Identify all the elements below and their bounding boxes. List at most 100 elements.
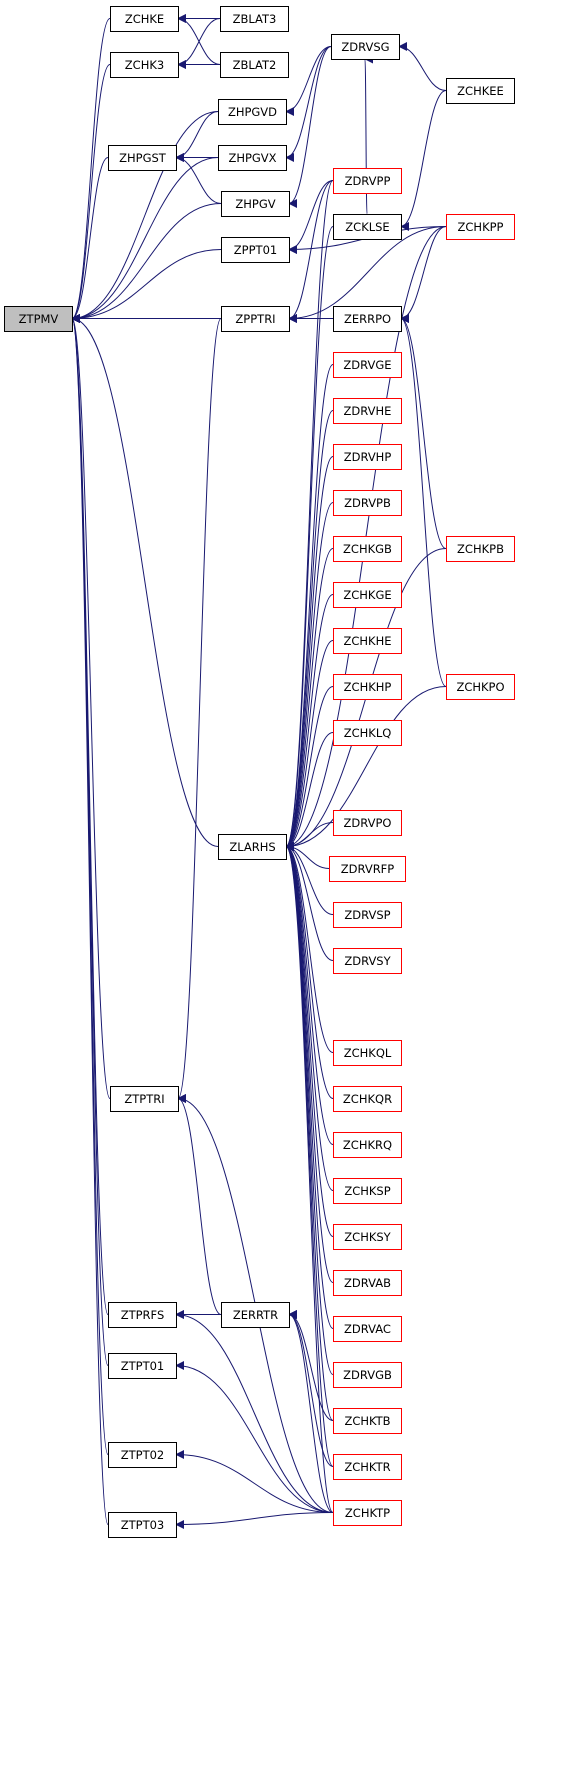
node-box bbox=[110, 1086, 179, 1112]
node-zhpgv[interactable]: ZHPGV bbox=[221, 191, 290, 217]
node-zdrvpb[interactable]: ZDRVPB bbox=[333, 490, 402, 516]
node-zchkqr[interactable]: ZCHKQR bbox=[333, 1086, 402, 1112]
edge-zchkql-to-zlarhs bbox=[285, 842, 334, 1053]
node-label: ZCHKQR bbox=[343, 1092, 392, 1106]
node-zdrvsg[interactable]: ZDRVSG bbox=[331, 34, 400, 60]
node-box bbox=[221, 306, 290, 332]
node-zerrpo[interactable]: ZERRPO bbox=[333, 306, 402, 332]
edge-zchktp-to-zerrtr bbox=[288, 1310, 334, 1513]
node-box bbox=[331, 34, 400, 60]
node-label: ZCHK3 bbox=[125, 58, 164, 72]
node-zchkql[interactable]: ZCHKQL bbox=[333, 1040, 402, 1066]
edge-zlarhs-to-ztpmv bbox=[71, 314, 219, 847]
node-box bbox=[446, 78, 515, 104]
node-zdrvsy[interactable]: ZDRVSY bbox=[333, 948, 402, 974]
node-zchklq[interactable]: ZCHKLQ bbox=[333, 720, 402, 746]
node-ztpt02[interactable]: ZTPT02 bbox=[108, 1442, 177, 1468]
node-zchkpp[interactable]: ZCHKPP bbox=[446, 214, 515, 240]
node-label: ZCHKPO bbox=[456, 680, 504, 694]
node-label: ZCHKGE bbox=[343, 588, 391, 602]
edge-zchkpo-to-zerrpo bbox=[400, 314, 447, 687]
node-zcklse[interactable]: ZCKLSE bbox=[333, 214, 402, 240]
node-ztptri[interactable]: ZTPTRI bbox=[110, 1086, 179, 1112]
edge-zppt01-to-ztpmv bbox=[71, 249, 222, 323]
node-zchke[interactable]: ZCHKE bbox=[110, 6, 179, 32]
node-zchkpo[interactable]: ZCHKPO bbox=[446, 674, 515, 700]
node-box bbox=[220, 52, 289, 78]
node-ztpt01[interactable]: ZTPT01 bbox=[108, 1353, 177, 1379]
edge-zdrvhe-to-zlarhs bbox=[285, 410, 334, 851]
node-box bbox=[333, 902, 402, 928]
edge-zchkge-to-zlarhs bbox=[285, 594, 334, 851]
node-box bbox=[108, 145, 177, 171]
node-label: ZDRVRFP bbox=[341, 862, 395, 876]
node-zchkhe[interactable]: ZCHKHE bbox=[333, 628, 402, 654]
node-zchk3[interactable]: ZCHK3 bbox=[110, 52, 179, 78]
node-zdrvhe[interactable]: ZDRVHE bbox=[333, 398, 402, 424]
node-box bbox=[329, 856, 406, 882]
edge-zerrtr-to-ztptri bbox=[177, 1094, 222, 1315]
node-zchkge[interactable]: ZCHKGE bbox=[333, 582, 402, 608]
node-zdrvgb[interactable]: ZDRVGB bbox=[333, 1362, 402, 1388]
node-box bbox=[333, 306, 402, 332]
node-zerrtr[interactable]: ZERRTR bbox=[221, 1302, 290, 1328]
edge-zchkhe-to-zlarhs bbox=[285, 640, 334, 851]
node-zhpgst[interactable]: ZHPGST bbox=[108, 145, 177, 171]
node-box bbox=[221, 191, 290, 217]
node-zchkhp[interactable]: ZCHKHP bbox=[333, 674, 402, 700]
edge-zhpgst-to-ztpmv bbox=[71, 157, 109, 323]
node-box bbox=[333, 398, 402, 424]
node-zchkee[interactable]: ZCHKEE bbox=[446, 78, 515, 104]
node-zchktb[interactable]: ZCHKTB bbox=[333, 1408, 402, 1434]
node-zchksp[interactable]: ZCHKSP bbox=[333, 1178, 402, 1204]
node-box bbox=[446, 214, 515, 240]
node-zblat3[interactable]: ZBLAT3 bbox=[220, 6, 289, 32]
node-box bbox=[446, 674, 515, 700]
node-zchkrq[interactable]: ZCHKRQ bbox=[333, 1132, 402, 1158]
node-zdrvpp[interactable]: ZDRVPP bbox=[333, 168, 402, 194]
node-zdrvrfp[interactable]: ZDRVRFP bbox=[329, 856, 406, 882]
edge-zchktb-to-zerrtr bbox=[288, 1310, 334, 1421]
node-zppt01[interactable]: ZPPT01 bbox=[221, 237, 290, 263]
node-box bbox=[218, 834, 287, 860]
node-label: ZDRVHE bbox=[344, 404, 392, 418]
edge-zcklse-to-zlarhs bbox=[285, 226, 334, 851]
node-box bbox=[333, 674, 402, 700]
node-zpptri[interactable]: ZPPTRI bbox=[221, 306, 290, 332]
node-ztprfs[interactable]: ZTPRFS bbox=[108, 1302, 177, 1328]
node-box bbox=[333, 1316, 402, 1342]
node-zchktp[interactable]: ZCHKTP bbox=[333, 1500, 402, 1526]
node-zdrvpo[interactable]: ZDRVPO bbox=[333, 810, 402, 836]
node-zdrvhp[interactable]: ZDRVHP bbox=[333, 444, 402, 470]
edge-zchk3-to-ztpmv bbox=[71, 64, 111, 323]
node-zlarhs[interactable]: ZLARHS bbox=[218, 834, 287, 860]
node-box bbox=[333, 444, 402, 470]
node-zhpgvd[interactable]: ZHPGVD bbox=[218, 99, 287, 125]
node-label: ZHPGST bbox=[119, 151, 167, 165]
node-zchkpb[interactable]: ZCHKPB bbox=[446, 536, 515, 562]
node-label: ZDRVSP bbox=[344, 908, 390, 922]
node-zchkgb[interactable]: ZCHKGB bbox=[333, 536, 402, 562]
node-zdrvsp[interactable]: ZDRVSP bbox=[333, 902, 402, 928]
node-zdrvab[interactable]: ZDRVAB bbox=[333, 1270, 402, 1296]
node-box bbox=[333, 810, 402, 836]
node-label: ZDRVAB bbox=[344, 1276, 391, 1290]
node-label: ZCHKHE bbox=[343, 634, 391, 648]
node-zchksy[interactable]: ZCHKSY bbox=[333, 1224, 402, 1250]
node-label: ZCHKPB bbox=[457, 542, 504, 556]
edge-zchke-to-ztpmv bbox=[71, 18, 111, 323]
edge-zchkee-to-zcklse bbox=[400, 90, 447, 231]
edge-zchkpb-to-zerrpo bbox=[400, 314, 447, 549]
node-zblat2[interactable]: ZBLAT2 bbox=[220, 52, 289, 78]
node-zchktr[interactable]: ZCHKTR bbox=[333, 1454, 402, 1480]
node-zdrvge[interactable]: ZDRVGE bbox=[333, 352, 402, 378]
node-label: ZCHKTB bbox=[344, 1414, 390, 1428]
node-zhpgvx[interactable]: ZHPGVX bbox=[218, 145, 287, 171]
node-label: ZDRVPP bbox=[345, 174, 391, 188]
node-zdrvac[interactable]: ZDRVAC bbox=[333, 1316, 402, 1342]
edge-zdrvhp-to-zlarhs bbox=[285, 456, 334, 851]
node-label: ZPPTRI bbox=[235, 312, 275, 326]
edge-zpptri-to-ztptri bbox=[177, 318, 222, 1103]
node-ztpt03[interactable]: ZTPT03 bbox=[108, 1512, 177, 1538]
